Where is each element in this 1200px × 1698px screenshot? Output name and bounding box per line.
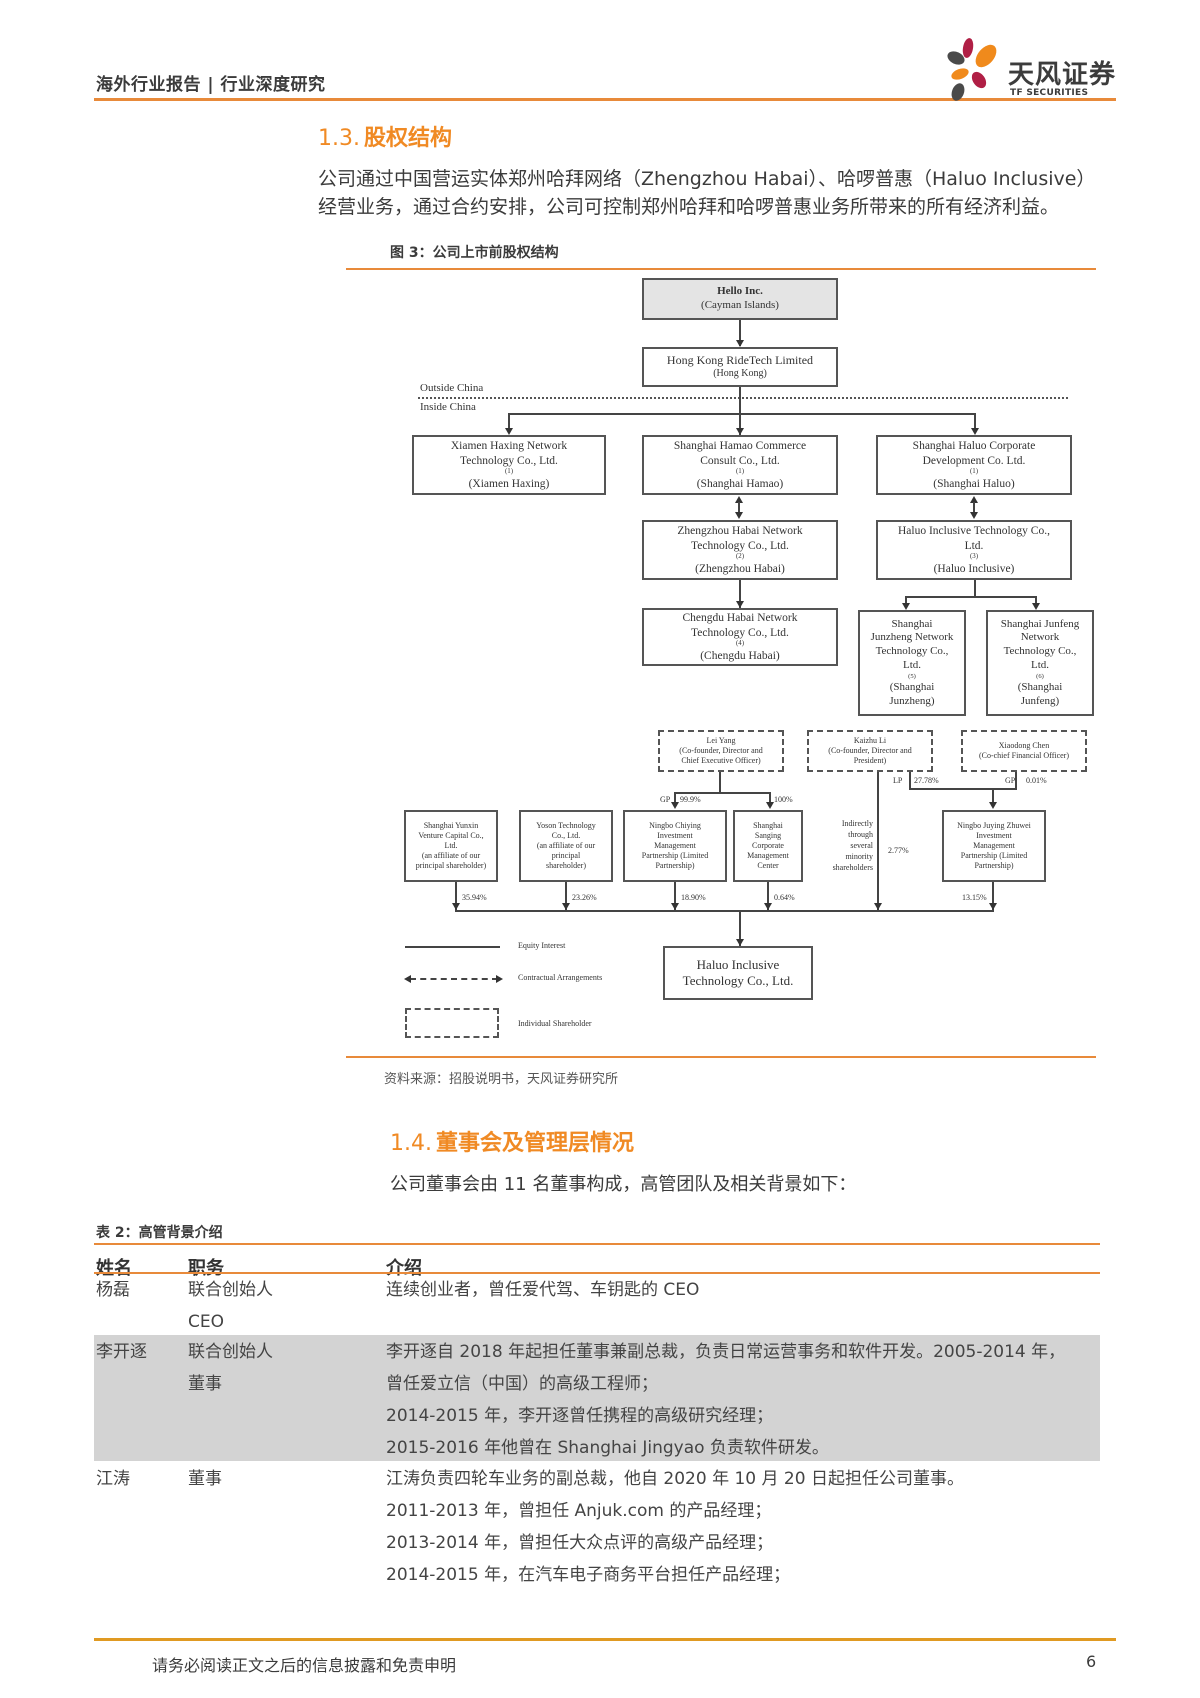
section-number: 1.4. <box>390 1131 432 1156</box>
label-percent: 0.64% <box>774 893 795 902</box>
label-percent: 2.77% <box>888 846 909 855</box>
table-header-rule <box>94 1272 1100 1274</box>
label-lp: LP <box>893 776 903 785</box>
section-title-1-4: 1.4.董事会及管理层情况 <box>390 1125 634 1157</box>
label-percent: 0.01% <box>1026 776 1047 785</box>
section-title-1-3: 1.3.股权结构 <box>318 120 452 152</box>
table-row-shade <box>94 1335 1100 1461</box>
logo-text-en: TF SECURITIES <box>1010 88 1089 98</box>
cell-roles: 董事 <box>188 1469 222 1489</box>
table-top-rule <box>94 1243 1100 1245</box>
tf-securities-logo-icon <box>947 38 997 101</box>
paragraph-line: 经营业务，通过合约安排，公司可控制郑州哈拜和哈啰普惠业务所带来的所有经济利益。 <box>318 196 1060 218</box>
table-caption: 表 2：高管背景介绍 <box>96 1225 223 1241</box>
legend-equity-label: Equity Interest <box>518 941 566 950</box>
cell-name: 江涛 <box>96 1469 130 1489</box>
figure-top-divider <box>346 268 1096 270</box>
section-1-4-paragraph: 公司董事会由 11 名董事构成，高管团队及相关背景如下： <box>390 1174 857 1195</box>
node-hk-ridetech: Hong Kong RideTech Limited(Hong Kong) <box>642 347 838 387</box>
legend-contractual-label: Contractual Arrangements <box>518 973 603 982</box>
cell-intro: 连续创业者，曾任爱代驾、车钥匙的 CEO <box>386 1280 700 1300</box>
node-haluo-inclusive: Haluo Inclusive Technology Co.,Ltd.(3)(H… <box>876 520 1072 580</box>
section-heading: 股权结构 <box>363 126 452 151</box>
legend-dashed-box <box>405 1008 499 1038</box>
cell-name: 李开逐 <box>96 1342 147 1362</box>
section-1-3-paragraph: 公司通过中国营运实体郑州哈拜网络（Zhengzhou Habai）、哈啰普惠（H… <box>318 165 1095 221</box>
cell-intro: 李开逐自 2018 年起担任董事兼副总裁，负责日常运营事务和软件开发。2005-… <box>386 1342 1066 1458</box>
cell-name: 杨磊 <box>96 1280 130 1300</box>
section-heading: 董事会及管理层情况 <box>435 1131 634 1156</box>
label-gp: GP <box>660 795 671 804</box>
border-dotted-line <box>418 397 1068 399</box>
cell-intro: 江涛负责四轮车业务的副总裁，他自 2020 年 10 月 20 日起担任公司董事… <box>386 1469 964 1585</box>
node-xiaodong-chen: Xiaodong Chen(Co-chief Financial Officer… <box>961 730 1087 772</box>
section-number: 1.3. <box>318 126 360 151</box>
figure-bottom-divider <box>346 1056 1096 1058</box>
label-percent: 27.78% <box>914 776 939 785</box>
inside-china-label: Inside China <box>420 401 476 413</box>
label-percent: 100% <box>774 795 793 804</box>
legend-dashed-arrow <box>410 978 498 980</box>
logo-text-cn: 天风证券 <box>1008 60 1117 90</box>
label-percent: 18.90% <box>681 893 706 902</box>
page-number: 6 <box>1086 1652 1097 1671</box>
figure-source: 资料来源：招股说明书，天风证券研究所 <box>384 1072 619 1087</box>
report-header-title: 海外行业报告 | 行业深度研究 <box>96 75 326 95</box>
label-percent: 35.94% <box>462 893 487 902</box>
legend-individual-label: Individual Shareholder <box>518 1019 592 1028</box>
paragraph-line: 公司通过中国营运实体郑州哈拜网络（Zhengzhou Habai）、哈啰普惠（H… <box>318 168 1096 190</box>
cell-roles: 联合创始人董事 <box>188 1342 273 1394</box>
legend-solid-line <box>405 946 500 948</box>
label-gp: GP <box>1005 776 1016 785</box>
node-hello-inc: Hello Inc.(Cayman Islands) <box>642 278 838 320</box>
header-divider <box>94 98 1116 101</box>
outside-china-label: Outside China <box>420 382 484 394</box>
figure-caption: 图 3：公司上市前股权结构 <box>390 245 559 261</box>
footer-divider <box>94 1638 1116 1641</box>
label-percent: 13.15% <box>962 893 987 902</box>
label-percent: 99.9% <box>680 795 701 804</box>
footer-disclaimer: 请务必阅读正文之后的信息披露和免责申明 <box>152 1656 457 1675</box>
label-percent: 23.26% <box>572 893 597 902</box>
